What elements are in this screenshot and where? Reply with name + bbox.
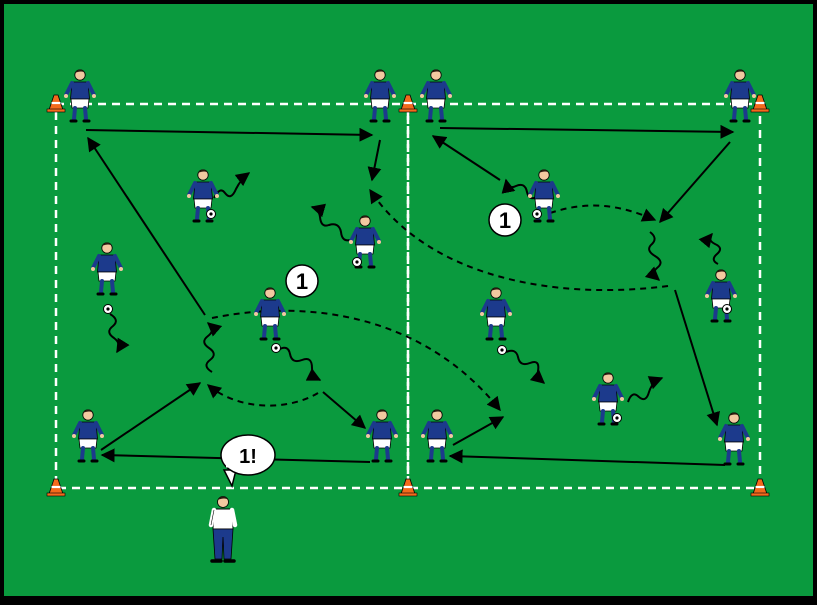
dribble-arrow: [644, 231, 662, 281]
pass-arrow: [659, 141, 731, 224]
pass-arrow: [439, 124, 735, 139]
soccer-ball-icon: [206, 209, 216, 219]
group-label-right: 1: [499, 208, 511, 233]
pass-arrow: [367, 139, 382, 182]
run-arrows: [206, 188, 669, 412]
pass-arrow: [100, 382, 202, 451]
soccer-ball-icon: [612, 413, 622, 423]
dribble-arrow: [213, 172, 251, 199]
dribble-arrow: [108, 313, 130, 354]
field-right-boundary: [406, 102, 762, 490]
dribble-arrow: [627, 376, 664, 403]
pass-arrow: [452, 416, 505, 446]
field-lines: [54, 102, 762, 490]
pass-arrow: [85, 127, 374, 142]
pass-arrow: [448, 449, 726, 466]
pass-arrow: [431, 135, 501, 181]
group-badge-right: 1: [488, 203, 522, 237]
run-arrow: [549, 204, 657, 222]
dribble-arrow: [310, 203, 351, 242]
soccer-ball-icon: [722, 304, 732, 314]
dribble-arrows: [108, 172, 721, 403]
dribble-arrow: [277, 346, 322, 381]
soccer-ball-icon: [352, 257, 362, 267]
soccer-ball-icon: [532, 209, 542, 219]
soccer-ball-icon: [497, 345, 507, 355]
run-arrow: [211, 309, 501, 412]
pass-arrow: [674, 289, 720, 427]
field-left-boundary: [54, 102, 410, 490]
soccer-ball-icon: [271, 343, 281, 353]
dribble-arrow: [203, 322, 223, 373]
pass-arrow: [87, 136, 206, 316]
group-label-left: 1: [296, 269, 308, 294]
dribble-arrow: [698, 232, 721, 265]
dribble-arrow: [505, 349, 546, 384]
pass-arrow: [322, 391, 367, 429]
run-arrow: [206, 384, 319, 407]
coach-callout-text: 1!: [239, 446, 257, 468]
group-badge-left: 1: [285, 264, 319, 298]
soccer-ball-icon: [103, 304, 113, 314]
run-arrow: [369, 188, 669, 291]
coach-speech-bubble: 1!: [220, 434, 276, 489]
